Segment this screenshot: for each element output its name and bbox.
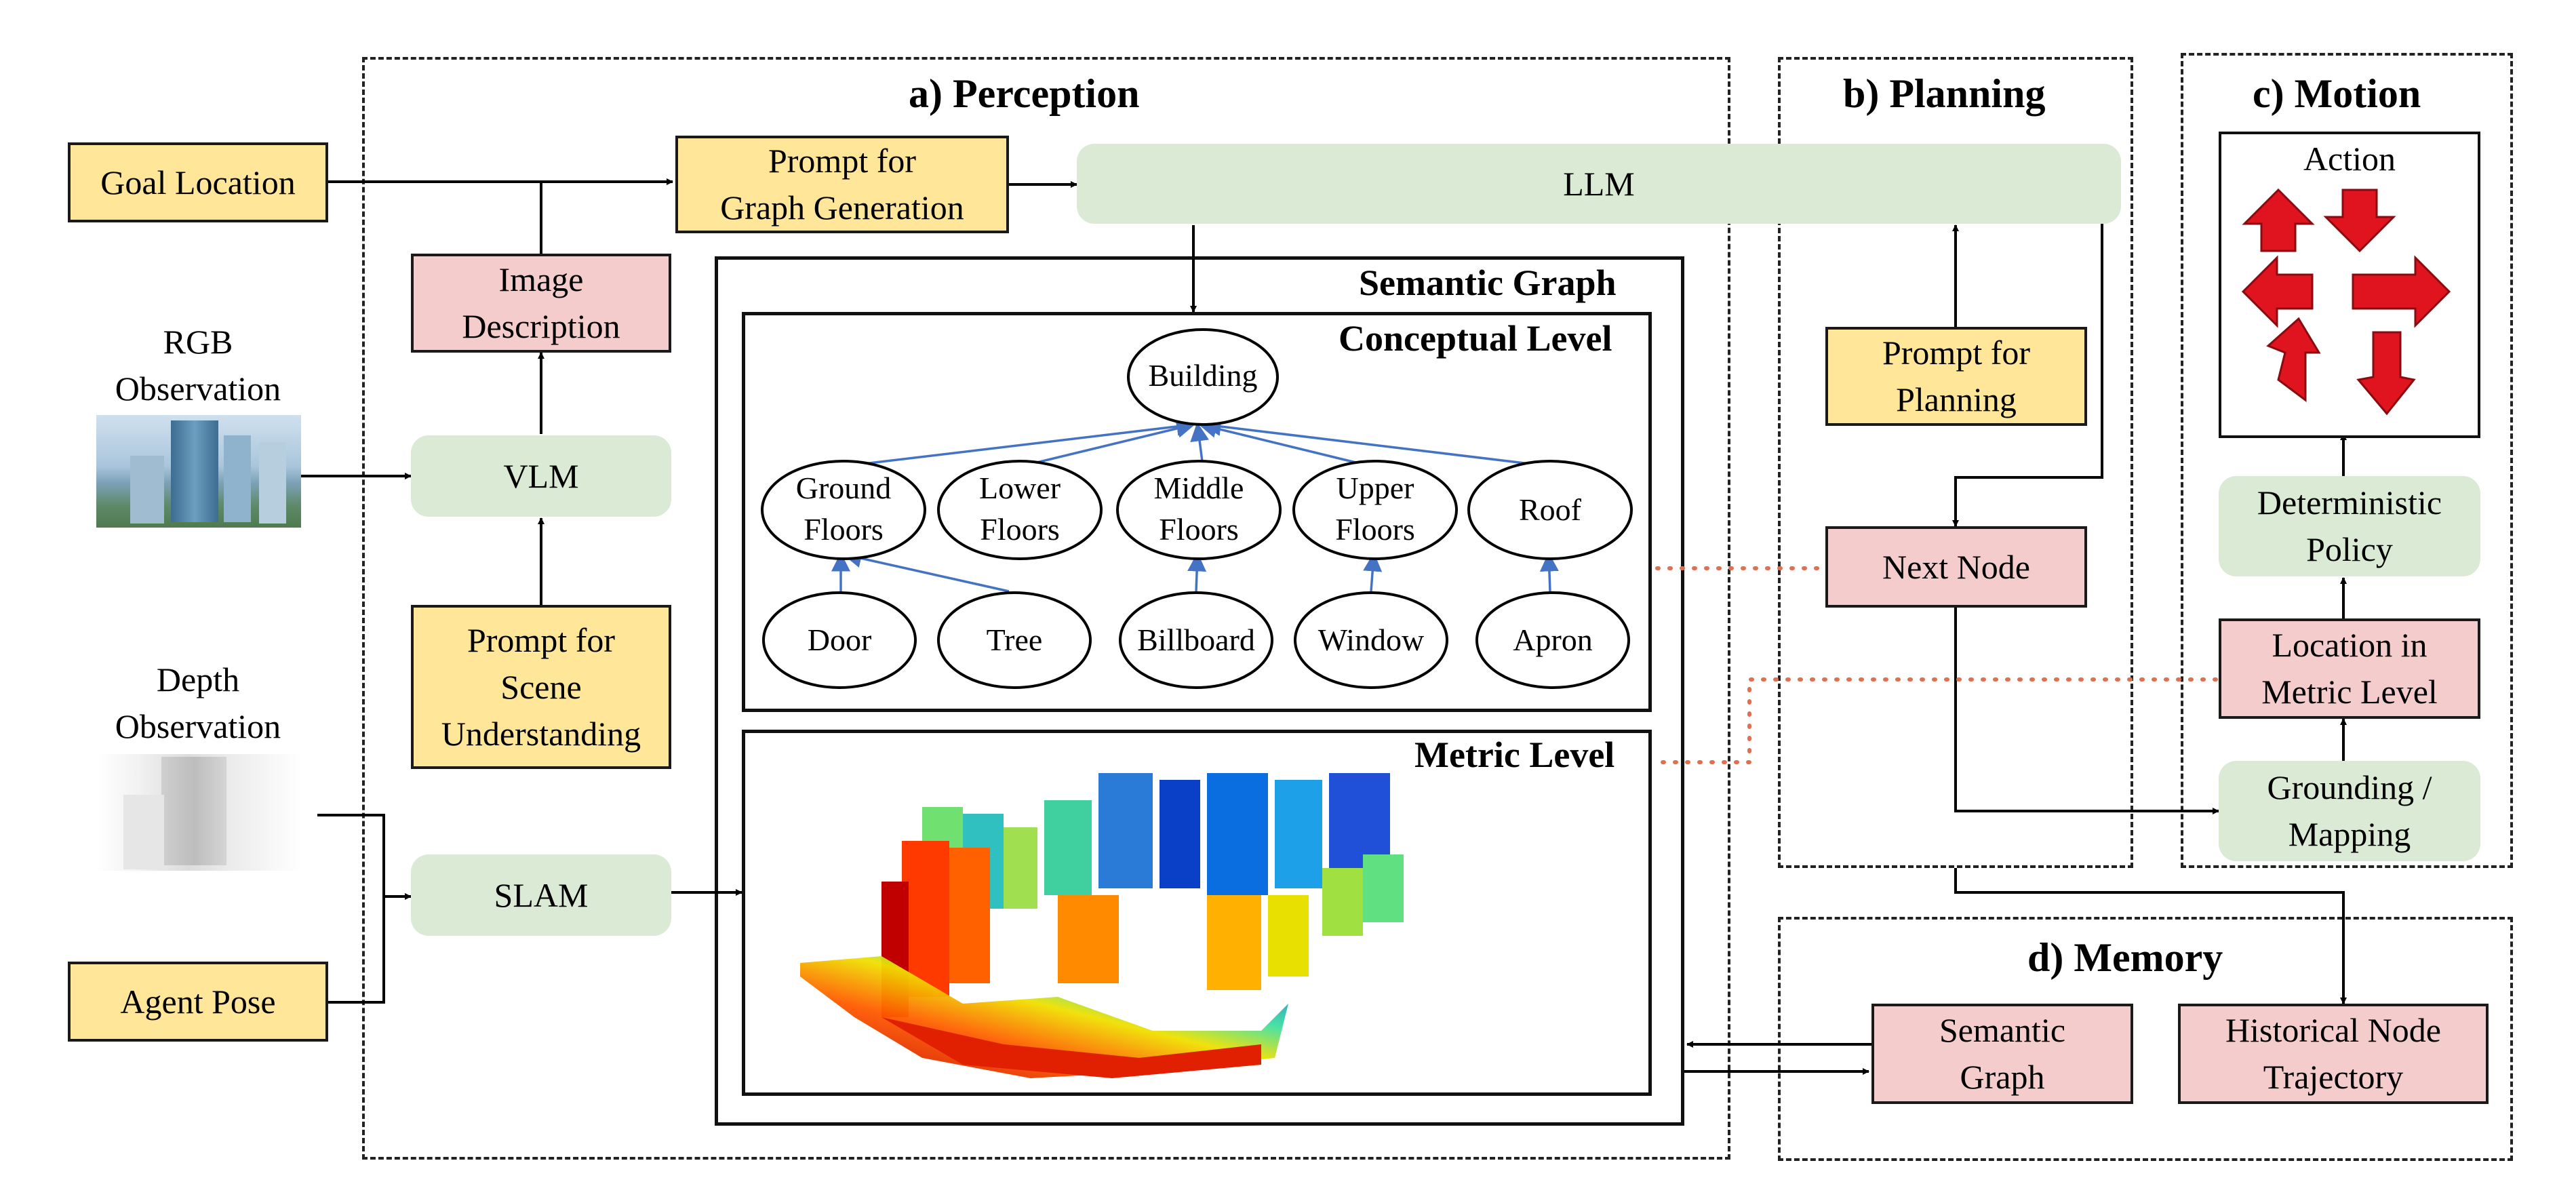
action-arrow-down — [2323, 189, 2396, 253]
vlm-box: VLM — [411, 435, 671, 517]
node-apron-label: Apron — [1513, 623, 1593, 657]
node-billboard-label: Billboard — [1137, 623, 1255, 657]
node-middle-floors-label: Middle Floors — [1153, 471, 1244, 547]
point-cloud-shapes — [800, 773, 1404, 1078]
node-building — [1127, 328, 1279, 426]
conceptual-level-title: Conceptual Level — [1339, 318, 1612, 359]
node-door — [762, 591, 917, 689]
node-middle-floors — [1116, 460, 1282, 560]
rgb-building-shape — [171, 420, 218, 522]
node-upper-floors-label: Upper Floors — [1335, 471, 1415, 547]
image-description-box: Image Description — [411, 254, 671, 353]
perception-title: a) Perception — [909, 71, 1140, 116]
rgb-observation-image — [96, 415, 301, 528]
agent-pose-box: Agent Pose — [68, 962, 328, 1042]
memory-semantic-graph-box: Semantic Graph — [1871, 1004, 2133, 1104]
location-metric-level-box: Location in Metric Level — [2219, 618, 2480, 719]
prompt-graph-generation-box: Prompt for Graph Generation — [675, 136, 1009, 233]
rgb-building-shape — [224, 435, 251, 522]
planning-panel — [1778, 57, 2133, 868]
node-ground-floors-label: Ground Floors — [795, 471, 892, 547]
goal-location-box: Goal Location — [68, 142, 328, 222]
depth-observation-image — [96, 754, 301, 871]
action-arrow-up-right — [2266, 317, 2321, 402]
perception-panel — [362, 57, 1730, 1160]
rgb-building-shape — [130, 456, 164, 524]
depth-building-shape — [161, 757, 226, 865]
action-arrow-up — [2242, 188, 2315, 252]
next-node-box: Next Node — [1825, 526, 2087, 608]
node-lower-floors-label: Lower Floors — [978, 471, 1061, 547]
node-ground-floors — [761, 460, 926, 560]
node-upper-floors — [1292, 460, 1458, 560]
action-arrow-down-right — [2356, 331, 2416, 416]
slam-box: SLAM — [411, 854, 671, 936]
node-building-label: Building — [1148, 358, 1258, 393]
node-tree — [937, 591, 1092, 689]
metric-level-title: Metric Level — [1414, 734, 1615, 775]
action-label: Action — [2303, 140, 2396, 178]
semantic-graph-title: Semantic Graph — [1359, 262, 1617, 303]
node-roof — [1467, 460, 1633, 560]
node-window-label: Window — [1317, 623, 1425, 657]
node-window — [1294, 591, 1448, 689]
historical-node-trajectory-box: Historical Node Trajectory — [2178, 1004, 2489, 1104]
node-tree-label: Tree — [986, 623, 1043, 657]
motion-panel — [2181, 53, 2513, 868]
node-lower-floors — [937, 460, 1103, 560]
depth-observation-label: Depth Observation — [115, 660, 281, 745]
prompt-for-planning-box: Prompt for Planning — [1825, 327, 2087, 426]
motion-title: c) Motion — [2253, 71, 2421, 116]
llm-box: LLM — [1077, 144, 2121, 224]
node-roof-label: Roof — [1519, 492, 1581, 527]
rgb-observation-label: RGB Observation — [115, 323, 281, 408]
prompt-scene-understanding-box: Prompt for Scene Understanding — [411, 605, 671, 769]
depth-building-shape — [123, 795, 164, 869]
action-arrow-left — [2241, 255, 2314, 328]
rgb-building-shape — [259, 442, 286, 524]
grounding-mapping-box: Grounding / Mapping — [2219, 761, 2480, 861]
memory-panel — [1778, 917, 2513, 1161]
node-apron — [1475, 591, 1630, 689]
node-billboard — [1119, 591, 1273, 689]
node-door-label: Door — [807, 623, 872, 657]
memory-title: d) Memory — [2027, 935, 2223, 980]
action-arrow-right — [2352, 255, 2451, 328]
deterministic-policy-box: Deterministic Policy — [2219, 476, 2480, 576]
planning-title: b) Planning — [1843, 71, 2046, 116]
